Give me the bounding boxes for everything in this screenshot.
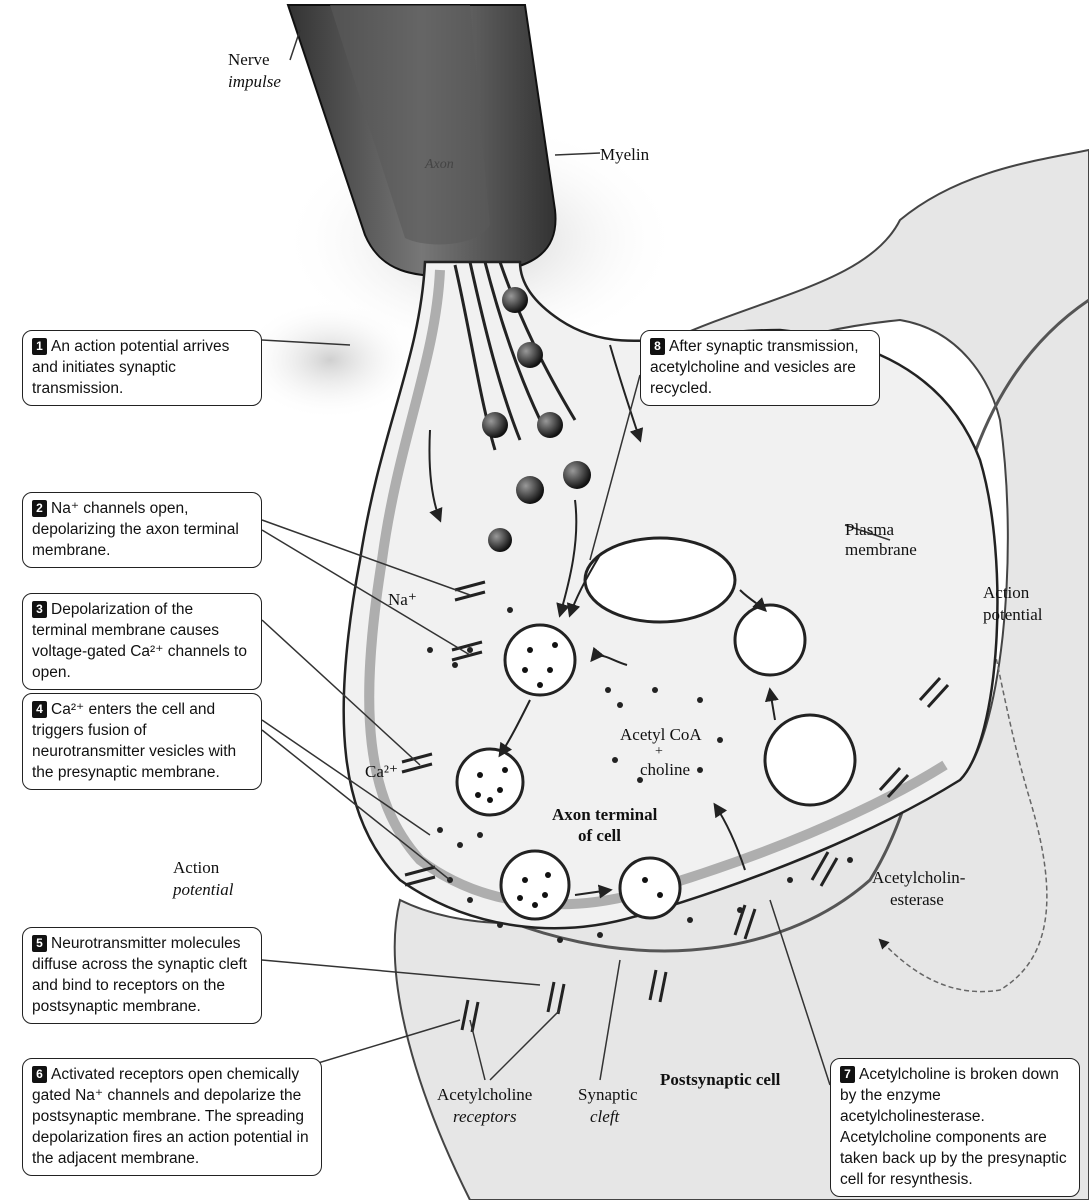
step-3-number: 3: [32, 601, 47, 618]
action-potential-right-label-2: potential: [983, 605, 1042, 624]
acetylcholine-receptors-label-2: receptors: [453, 1107, 517, 1126]
acetylcholinesterase-label-1: Acetylcholin-: [872, 868, 965, 887]
step-2-number: 2: [32, 500, 47, 517]
acetylcholinesterase-label-2: esterase: [890, 890, 944, 909]
step-5-number: 5: [32, 935, 47, 952]
step-4-text: Ca²⁺ enters the cell and triggers fusion…: [32, 701, 236, 781]
axon-terminal-label: Axon terminal: [552, 805, 657, 824]
step-7-text: Acetylcholine is broken down by the enzy…: [840, 1066, 1067, 1188]
step-1-number: 1: [32, 338, 47, 355]
nerve-label: Nerve: [228, 50, 270, 69]
postsynaptic-cell-label: Postsynaptic cell: [660, 1070, 780, 1089]
step-6-text: Activated receptors open chemically gate…: [32, 1066, 309, 1167]
action-potential-left-label-2: potential: [173, 880, 233, 899]
step-7-number: 7: [840, 1066, 855, 1083]
action-potential-left-label-1: Action: [173, 858, 219, 877]
membrane-label: membrane: [845, 540, 917, 559]
step-4-number: 4: [32, 701, 47, 718]
plus-label: +: [655, 742, 663, 761]
step-2-text: Na⁺ channels open, depolarizing the axon…: [32, 500, 239, 559]
na-ion-label: Na⁺: [388, 590, 417, 609]
step-8-number: 8: [650, 338, 665, 355]
action-potential-right-label-1: Action: [983, 583, 1029, 602]
haze-left: [240, 300, 420, 420]
step-1-text: An action potential arrives and initiate…: [32, 338, 229, 397]
acetylcholine-receptors-label-1: Acetylcholine: [437, 1085, 532, 1104]
step-3-text: Depolarization of the terminal membrane …: [32, 601, 247, 681]
myelin-label: Myelin: [600, 145, 649, 164]
plasma-label: Plasma: [845, 520, 894, 539]
step-5-text: Neurotransmitter molecules diffuse acros…: [32, 935, 247, 1015]
synaptic-cleft-label-1: Synaptic: [578, 1085, 638, 1104]
synaptic-cleft-label-2: cleft: [590, 1107, 619, 1126]
axon-label: Axon: [425, 155, 454, 174]
of-cell-label: of cell: [578, 826, 621, 845]
step-6-number: 6: [32, 1066, 47, 1083]
ca-ion-label: Ca²⁺: [365, 762, 398, 781]
impulse-label: impulse: [228, 72, 281, 91]
choline-label: choline: [640, 760, 690, 779]
step-8-text: After synaptic transmission, acetylcholi…: [650, 338, 859, 397]
